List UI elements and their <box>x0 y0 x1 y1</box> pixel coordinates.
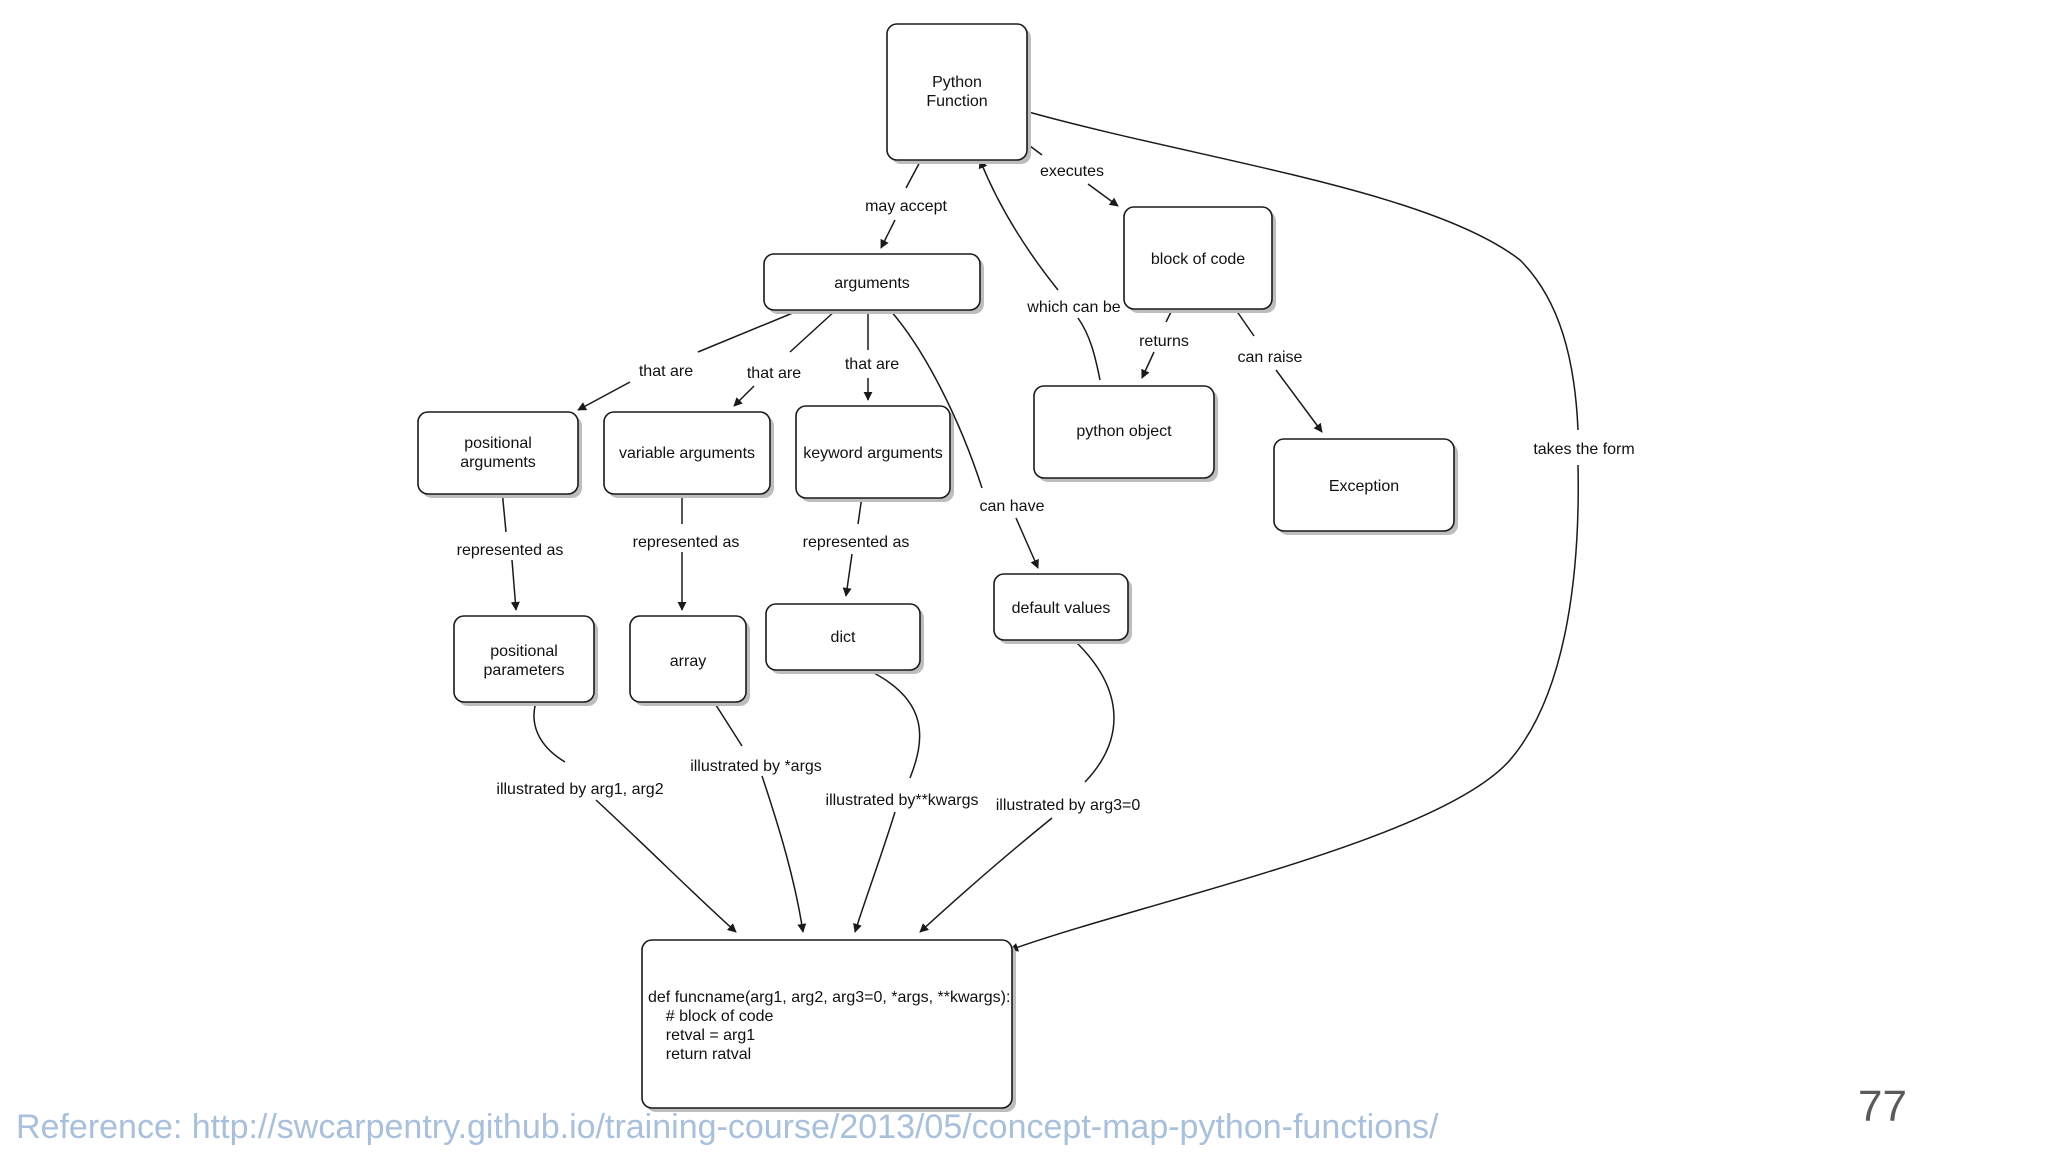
edge-illustrated-args-top <box>713 701 743 747</box>
code-line-3: retval = arg1 <box>648 1027 755 1044</box>
label-that-are-3: that are <box>845 356 899 373</box>
node-arguments-line-1: arguments <box>834 275 910 292</box>
edge-that-are-2-top <box>789 309 837 353</box>
label-takes-the-form: takes the form <box>1533 441 1634 458</box>
label-can-have: can have <box>980 498 1045 515</box>
edge-represented-as-3-bottom <box>842 553 853 597</box>
code-line-2: # block of code <box>648 1008 774 1025</box>
edge-can-raise-bottom <box>1275 369 1323 433</box>
node-python-function-line-2: Function <box>926 93 987 110</box>
node-block-of-code: block of code <box>1123 206 1276 313</box>
edge-can-have-top <box>889 309 983 489</box>
edges <box>501 110 1579 952</box>
node-keyword-arguments: keyword arguments <box>795 405 954 502</box>
node-positional-arguments-line-1: positional <box>464 435 532 452</box>
edge-illustrated-arg1-top <box>533 701 566 763</box>
edge-illustrated-arg1-bottom <box>595 799 737 933</box>
edge-returns-bottom <box>1141 351 1155 379</box>
node-dict: dict <box>765 603 924 674</box>
label-that-are-2: that are <box>747 365 801 382</box>
edge-that-are-2-bottom <box>733 385 755 407</box>
label-illustrated-args: illustrated by *args <box>690 758 822 775</box>
node-dict-line-1: dict <box>831 629 856 646</box>
label-represented-as-3: represented as <box>803 534 910 551</box>
edge-may-accept-bottom <box>880 219 896 249</box>
node-array: array <box>629 615 750 706</box>
node-positional-parameters-line-1: positional <box>490 643 558 660</box>
nodes: Python Function arguments block of code … <box>417 23 1458 1112</box>
edge-illustrated-kwargs-bottom <box>853 811 896 933</box>
code-line-4: return ratval <box>648 1046 751 1063</box>
edge-takes-the-form-upper <box>1024 110 1579 431</box>
label-represented-as-2: represented as <box>633 534 740 551</box>
node-positional-parameters-line-2: parameters <box>484 662 565 679</box>
node-python-function-line-1: Python <box>932 74 982 91</box>
edge-that-are-1-top <box>697 309 801 353</box>
label-may-accept: may accept <box>865 198 947 215</box>
edge-can-have-bottom <box>1015 517 1039 569</box>
edge-illustrated-kwargs-top <box>867 669 921 779</box>
label-illustrated-kwargs: illustrated by**kwargs <box>826 792 979 809</box>
label-can-raise: can raise <box>1238 349 1303 366</box>
node-positional-arguments: positional arguments <box>417 411 582 498</box>
node-keyword-arguments-line-1: keyword arguments <box>803 445 943 462</box>
edge-can-raise-top <box>1235 309 1255 337</box>
edge-executes-bottom <box>1087 183 1119 207</box>
edge-which-can-be-lower <box>1077 317 1101 381</box>
node-variable-arguments: variable arguments <box>603 411 774 498</box>
node-exception-line-1: Exception <box>1329 478 1399 495</box>
label-that-are-1: that are <box>639 363 693 380</box>
code-line-1: def funcname(arg1, arg2, arg3=0, *args, … <box>648 989 1010 1006</box>
label-illustrated-arg1-arg2: illustrated by arg1, arg2 <box>496 781 663 798</box>
reference-link: Reference: http://swcarpentry.github.io/… <box>16 1108 1439 1146</box>
node-exception: Exception <box>1273 438 1458 535</box>
node-default-values-line-1: default values <box>1012 600 1111 617</box>
page-number: 77 <box>1858 1082 1907 1131</box>
label-represented-as-1: represented as <box>457 542 564 559</box>
edge-that-are-1-bottom <box>577 381 631 411</box>
edge-takes-the-form-lower <box>1009 464 1579 952</box>
node-arguments: arguments <box>763 253 984 314</box>
edge-represented-as-1-bottom <box>510 559 520 611</box>
edge-illustrated-arg3-bottom <box>919 817 1053 933</box>
label-returns: returns <box>1139 333 1189 350</box>
label-which-can-be: which can be <box>1026 299 1120 316</box>
node-python-function: Python Function <box>886 23 1031 164</box>
node-function-definition: def funcname(arg1, arg2, arg3=0, *args, … <box>641 939 1016 1112</box>
node-positional-parameters: positional parameters <box>453 615 598 706</box>
node-block-of-code-line-1: block of code <box>1151 251 1245 268</box>
node-variable-arguments-line-1: variable arguments <box>619 445 755 462</box>
node-python-object-line-1: python object <box>1076 423 1172 440</box>
node-default-values: default values <box>993 573 1132 644</box>
node-python-object: python object <box>1033 385 1218 482</box>
node-array-line-1: array <box>670 653 706 670</box>
edge-labels: may accept executes which can be returns… <box>457 163 1635 814</box>
label-illustrated-arg3: illustrated by arg3=0 <box>996 797 1141 814</box>
edge-illustrated-args-bottom <box>761 775 807 933</box>
edge-illustrated-arg3-top <box>1075 641 1115 783</box>
node-positional-arguments-line-2: arguments <box>460 454 536 471</box>
edge-which-can-be-upper <box>978 159 1059 291</box>
label-executes: executes <box>1040 163 1104 180</box>
